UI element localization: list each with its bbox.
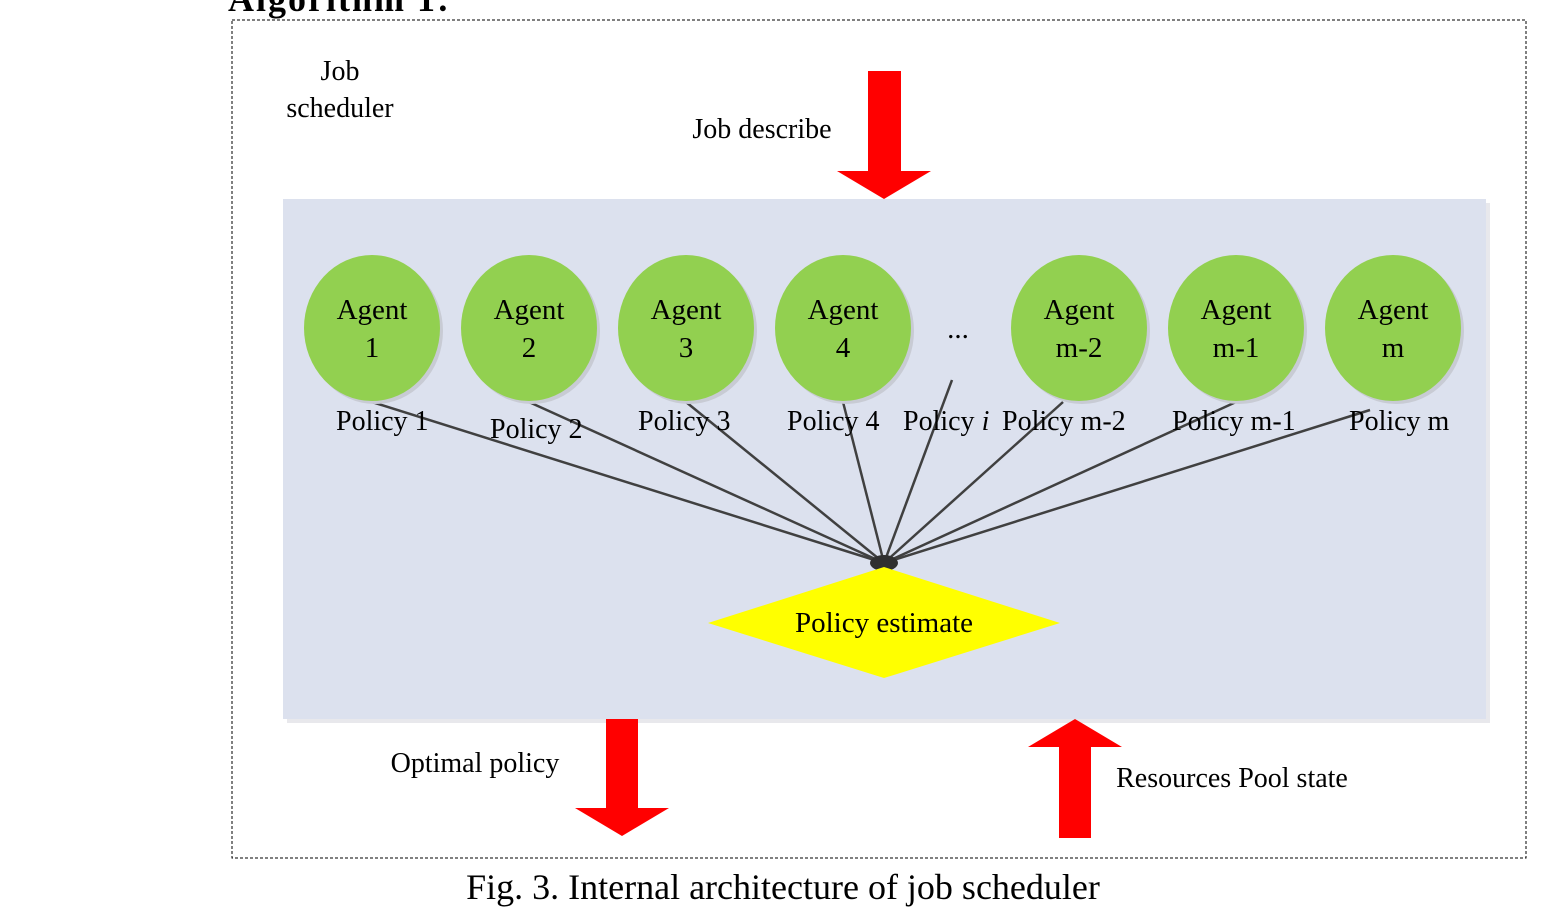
policy-line	[883, 400, 1237, 565]
figure-caption: Fig. 3. Internal architecture of job sch…	[466, 867, 1100, 907]
policy-line-i	[882, 379, 954, 564]
agent-label-line1: Agent	[337, 294, 408, 326]
policy-label: Policy 2	[490, 414, 583, 445]
optimal-policy-label: Optimal policy	[391, 748, 560, 779]
agent-node: Agent 4	[775, 255, 914, 404]
agent-circle	[461, 255, 597, 401]
agent-circle	[1325, 255, 1461, 401]
agent-circle	[304, 255, 440, 401]
policy-label: Policy m	[1349, 406, 1450, 437]
agent-label-line1: Agent	[494, 294, 565, 326]
agent-label-line2: 4	[836, 332, 851, 364]
agent-label-line2: 2	[522, 332, 537, 364]
agent-circle	[775, 255, 911, 401]
agent-label-line1: Agent	[808, 294, 879, 326]
agent-label-line2: 3	[679, 332, 694, 364]
agent-label-line1: Agent	[1201, 294, 1272, 326]
agent-label-line2: m-2	[1056, 332, 1103, 364]
policy-line	[371, 400, 885, 565]
policy-line	[841, 401, 886, 564]
policy-line	[528, 400, 885, 565]
policy-estimate-diamond	[708, 567, 1060, 678]
agent-node: Agent 1	[304, 255, 443, 404]
partial-heading: Algorithm 1:	[228, 0, 451, 20]
agent-circle	[618, 255, 754, 401]
policy-label: Policy m-2	[1002, 406, 1126, 437]
agent-label-line2: m	[1382, 332, 1405, 364]
agent-node: Agent 2	[461, 255, 600, 404]
policy-label: Policy 4	[787, 406, 880, 437]
job-describe-label: Job describe	[692, 114, 831, 145]
agent-label-line1: Agent	[1044, 294, 1115, 326]
ellipsis-label: ...	[947, 313, 969, 345]
convergence-point	[870, 555, 898, 571]
agent-node: Agent m	[1325, 255, 1464, 404]
agent-label-line1: Agent	[651, 294, 722, 326]
agent-circle	[1168, 255, 1304, 401]
policy-line	[883, 408, 1371, 565]
optimal-policy-arrow	[575, 719, 669, 836]
agent-circle	[1011, 255, 1147, 401]
scheduler-label-line2: scheduler	[286, 93, 394, 124]
policy-estimate-label: Policy estimate	[795, 607, 973, 639]
policy-label: Policy 3	[638, 406, 731, 437]
scheduler-label-line1: Job	[321, 56, 360, 87]
resources-pool-label: Resources Pool state	[1116, 763, 1348, 794]
agent-node: Agent m-1	[1168, 255, 1307, 404]
policy-label: Policy 1	[336, 406, 429, 437]
agent-node: Agent 3	[618, 255, 757, 404]
policy-i-label: Policy i	[903, 406, 989, 437]
resources-pool-arrow	[1028, 719, 1122, 838]
policy-label: Policy m-1	[1172, 406, 1296, 437]
job-scheduler-frame	[231, 19, 1527, 859]
agent-label-line1: Agent	[1358, 294, 1429, 326]
policy-line	[685, 401, 885, 564]
job-describe-arrow	[837, 71, 931, 199]
policy-line	[883, 401, 1064, 564]
policy-lines	[371, 379, 1371, 565]
agent-label-line2: m-1	[1213, 332, 1260, 364]
agent-label-line2: 1	[365, 332, 380, 364]
agent-node: Agent m-2	[1011, 255, 1150, 404]
